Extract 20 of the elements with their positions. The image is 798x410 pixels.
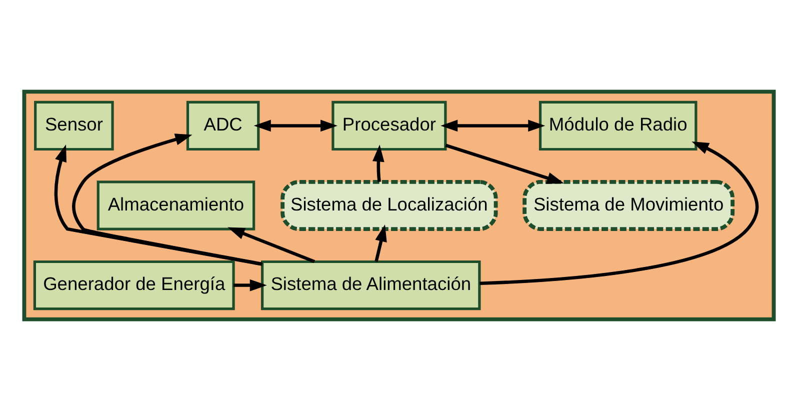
node-box: Sistema de Movimiento: [522, 180, 735, 230]
arrow: [440, 119, 546, 132]
node-box: Sensor: [34, 100, 114, 150]
arrow: [72, 133, 262, 266]
arrow: [234, 278, 267, 291]
node-box: Procesador: [332, 100, 447, 150]
cluster: [22, 89, 776, 321]
node-box: Almacenamiento: [96, 180, 256, 230]
arrow: [445, 143, 564, 184]
arrow: [372, 144, 384, 182]
node-box: ADC: [186, 100, 260, 150]
arrow: [54, 144, 262, 266]
node-box: Sistema de Localización: [280, 180, 498, 230]
node-box: Módulo de Radio: [538, 100, 698, 150]
arrow: [254, 119, 338, 132]
arrow: [228, 226, 316, 263]
arrow: [480, 141, 759, 284]
node-box: Sistema de Alimentación: [261, 260, 481, 310]
node-box: Generador de Energía: [33, 260, 235, 310]
arrow: [374, 224, 387, 262]
